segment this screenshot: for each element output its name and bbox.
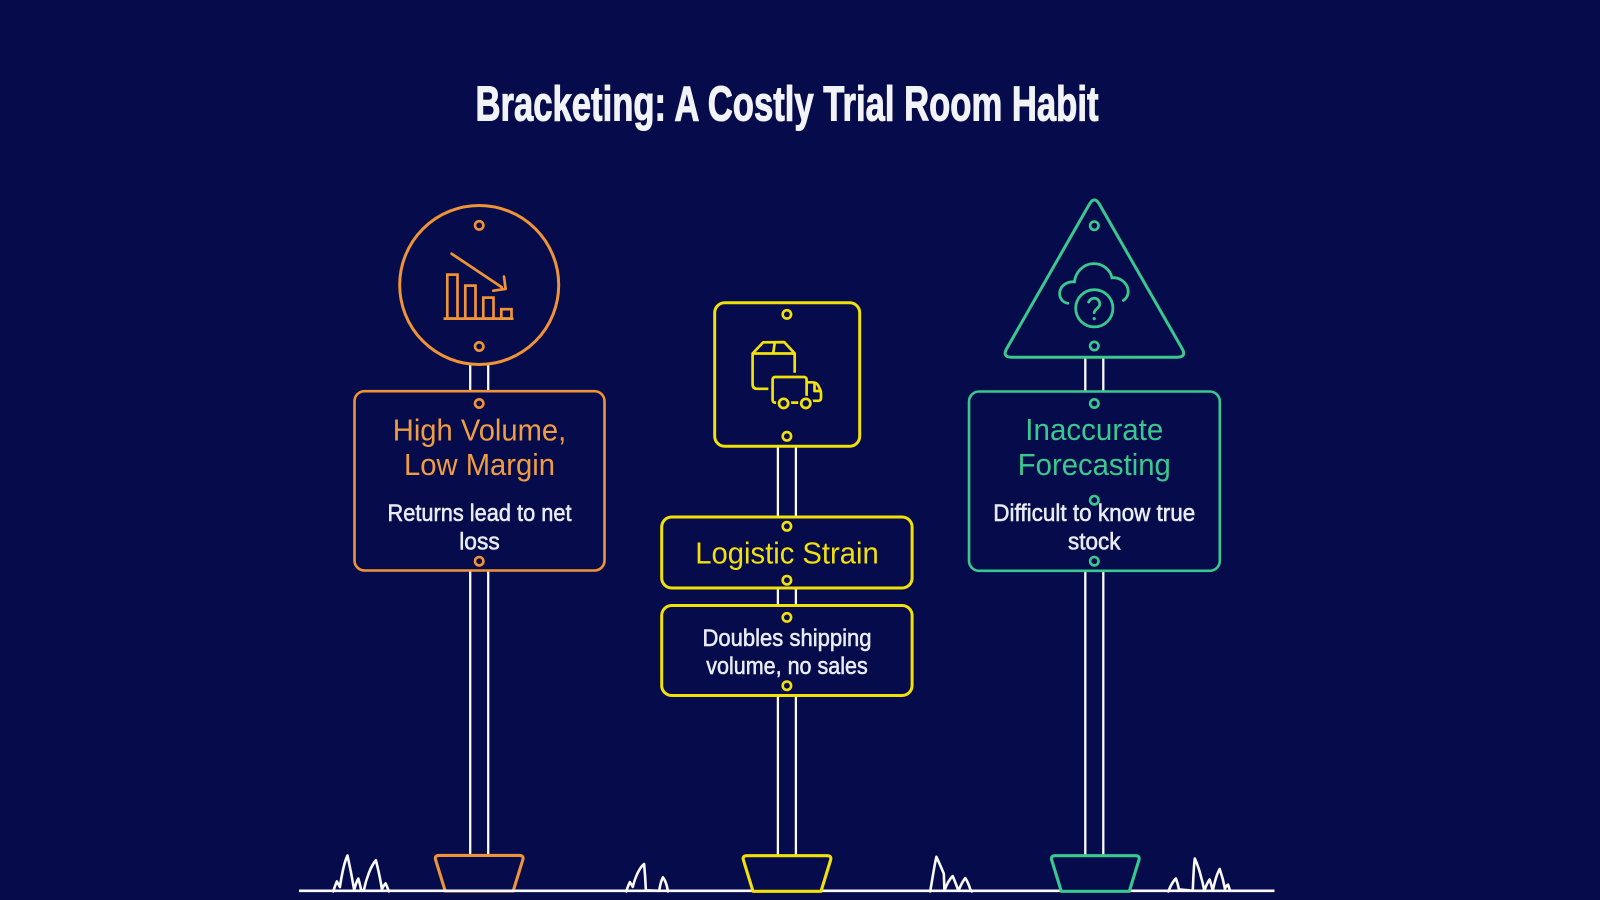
svg-text:High Volume,: High Volume, xyxy=(393,412,567,447)
svg-text:loss: loss xyxy=(459,528,500,555)
svg-text:volume, no sales: volume, no sales xyxy=(706,653,868,680)
svg-text:Logistic Strain: Logistic Strain xyxy=(695,535,879,570)
svg-text:Inaccurate: Inaccurate xyxy=(1025,412,1163,447)
svg-text:Forecasting: Forecasting xyxy=(1018,447,1171,482)
svg-text:Low Margin: Low Margin xyxy=(404,447,555,482)
svg-text:Doubles shipping: Doubles shipping xyxy=(703,625,872,652)
svg-text:stock: stock xyxy=(1068,528,1121,555)
svg-text:Difficult to know true: Difficult to know true xyxy=(993,500,1195,527)
svg-text:Returns lead to net: Returns lead to net xyxy=(388,500,572,527)
svg-text:Bracketing: A Costly Trial Roo: Bracketing: A Costly Trial Room Habit xyxy=(476,78,1099,132)
